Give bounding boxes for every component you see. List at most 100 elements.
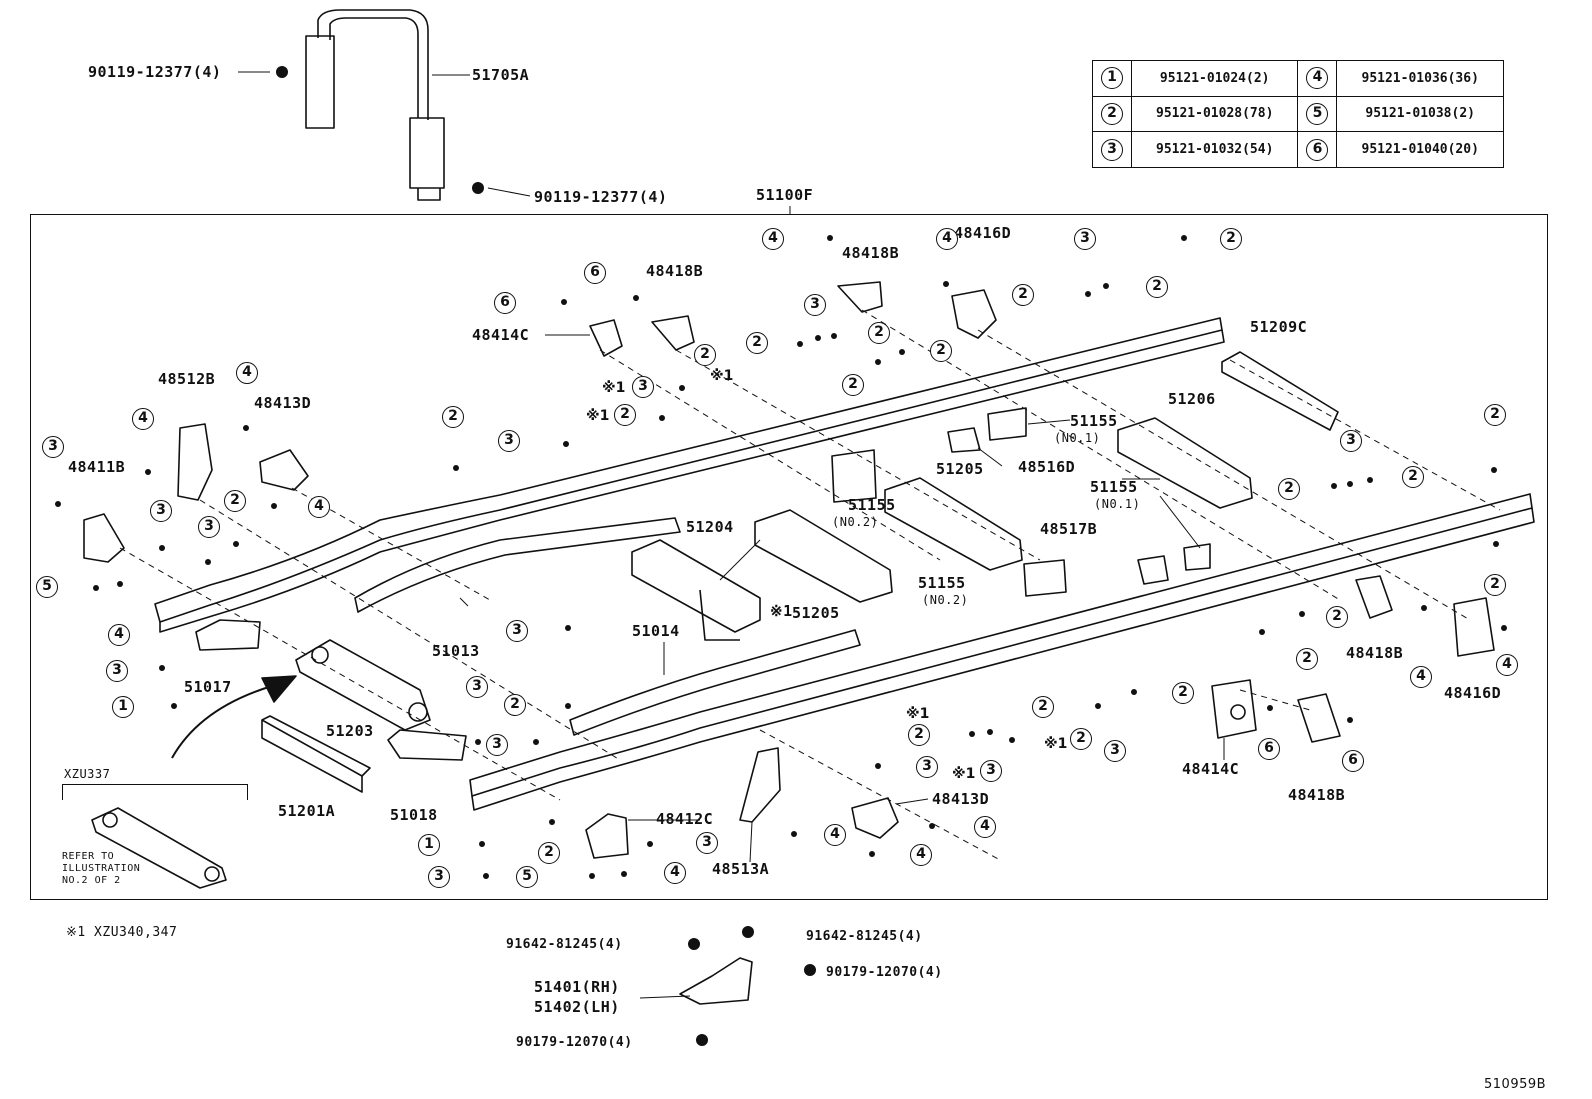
fastener-callout-1[interactable]: 1 [112,696,134,718]
fastener-callout-4[interactable]: 4 [824,824,846,846]
fastener-callout-2[interactable]: 2 [908,724,930,746]
fastener-callout-2[interactable]: 2 [442,406,464,428]
label-51155[interactable]: 51155 [1090,478,1138,496]
label-48412c[interactable]: 48412C [656,810,714,828]
fastener-callout-2[interactable]: 2 [1484,574,1506,596]
label-48413d[interactable]: 48413D [254,394,312,412]
fastener-callout-3[interactable]: 3 [1340,430,1362,452]
label-51155[interactable]: 51155 [918,574,966,592]
fastener-callout-2[interactable]: 2 [1278,478,1300,500]
fastener-callout-4[interactable]: 4 [108,624,130,646]
fastener-callout-2[interactable]: 2 [224,490,246,512]
label-51155[interactable]: 51155 [1070,412,1118,430]
fastener-callout-2[interactable]: 2 [1484,404,1506,426]
fastener-callout-2[interactable]: 2 [842,374,864,396]
label-48517b[interactable]: 48517B [1040,520,1098,538]
label-48418b[interactable]: 48418B [646,262,704,280]
fastener-callout-6[interactable]: 6 [1342,750,1364,772]
label-51402[interactable]: 51402(LH) [534,998,620,1016]
fastener-callout-3[interactable]: 3 [916,756,938,778]
fastener-callout-2[interactable]: 2 [1032,696,1054,718]
fastener-callout-4[interactable]: 4 [936,228,958,250]
fastener-callout-4[interactable]: 4 [910,844,932,866]
label-51017[interactable]: 51017 [184,678,232,696]
fastener-callout-4[interactable]: 4 [308,496,330,518]
fastener-callout-2[interactable]: 2 [1012,284,1034,306]
label-48418b[interactable]: 48418B [842,244,900,262]
fastener-callout-2[interactable]: 2 [746,332,768,354]
label-48418b[interactable]: 48418B [1288,786,1346,804]
fastener-callout-3[interactable]: 3 [1104,740,1126,762]
fastener-callout-3[interactable]: 3 [632,376,654,398]
fastener-callout-2[interactable]: 2 [1402,466,1424,488]
label-51206[interactable]: 51206 [1168,390,1216,408]
label-48413d[interactable]: 48413D [932,790,990,808]
fastener-callout-2[interactable]: 2 [1220,228,1242,250]
label-51209c[interactable]: 51209C [1250,318,1308,336]
label-51155[interactable]: 51155 [848,496,896,514]
label-top-bolt-right[interactable]: 90119-12377(4) [534,188,668,206]
fastener-callout-2[interactable]: 2 [614,404,636,426]
fastener-callout-3[interactable]: 3 [106,660,128,682]
fastener-callout-6[interactable]: 6 [494,292,516,314]
fastener-callout-3[interactable]: 3 [150,500,172,522]
fastener-callout-3[interactable]: 3 [506,620,528,642]
fastener-callout-2[interactable]: 2 [1296,648,1318,670]
label-48416d[interactable]: 48416D [1444,684,1502,702]
label-51401[interactable]: 51401(RH) [534,978,620,996]
label-48414c[interactable]: 48414C [1182,760,1240,778]
label-91642-81245[interactable]: 91642-81245(4) [506,937,623,952]
fastener-callout-3[interactable]: 3 [466,676,488,698]
label-51205[interactable]: 51205 [792,604,840,622]
label-90179-12070[interactable]: 90179-12070(4) [826,965,943,980]
fastener-callout-4[interactable]: 4 [1496,654,1518,676]
label-48512b[interactable]: 48512B [158,370,216,388]
fastener-callout-2[interactable]: 2 [1172,682,1194,704]
fastener-callout-1[interactable]: 1 [418,834,440,856]
label-51018[interactable]: 51018 [390,806,438,824]
label-91642-81245[interactable]: 91642-81245(4) [806,929,923,944]
fastener-callout-2[interactable]: 2 [694,344,716,366]
fastener-callout-3[interactable]: 3 [980,760,1002,782]
fastener-callout-6[interactable]: 6 [584,262,606,284]
fastener-callout-3[interactable]: 3 [42,436,64,458]
label-51205[interactable]: 51205 [936,460,984,478]
fastener-callout-3[interactable]: 3 [498,430,520,452]
label-51013[interactable]: 51013 [432,642,480,660]
fastener-callout-3[interactable]: 3 [696,832,718,854]
fastener-callout-4[interactable]: 4 [762,228,784,250]
fastener-callout-3[interactable]: 3 [804,294,826,316]
fastener-callout-2[interactable]: 2 [538,842,560,864]
label-48418b[interactable]: 48418B [1346,644,1404,662]
fastener-callout-2[interactable]: 2 [868,322,890,344]
fastener-callout-4[interactable]: 4 [1410,666,1432,688]
fastener-callout-2[interactable]: 2 [930,340,952,362]
fastener-callout-4[interactable]: 4 [236,362,258,384]
fastener-callout-5[interactable]: 5 [516,866,538,888]
fastener-callout-5[interactable]: 5 [36,576,58,598]
fastener-callout-3[interactable]: 3 [428,866,450,888]
fastener-callout-3[interactable]: 3 [198,516,220,538]
fastener-callout-4[interactable]: 4 [132,408,154,430]
label-48414c[interactable]: 48414C [472,326,530,344]
label-90179-12070[interactable]: 90179-12070(4) [516,1035,633,1050]
fastener-callout-3[interactable]: 3 [486,734,508,756]
label-51705a[interactable]: 51705A [472,66,530,84]
label-51204[interactable]: 51204 [686,518,734,536]
label-48416d[interactable]: 48416D [954,224,1012,242]
fastener-callout-2[interactable]: 2 [1070,728,1092,750]
label-top-bolt-left[interactable]: 90119-12377(4) [88,63,222,81]
fastener-callout-2[interactable]: 2 [1326,606,1348,628]
label-51201a[interactable]: 51201A [278,802,336,820]
fastener-callout-6[interactable]: 6 [1258,738,1280,760]
label-51203[interactable]: 51203 [326,722,374,740]
label-51014[interactable]: 51014 [632,622,680,640]
label-48516d[interactable]: 48516D [1018,458,1076,476]
label-51100f[interactable]: 51100F [756,186,814,204]
fastener-callout-4[interactable]: 4 [974,816,996,838]
fastener-callout-3[interactable]: 3 [1074,228,1096,250]
label-48513a[interactable]: 48513A [712,860,770,878]
fastener-callout-2[interactable]: 2 [504,694,526,716]
fastener-callout-4[interactable]: 4 [664,862,686,884]
fastener-callout-2[interactable]: 2 [1146,276,1168,298]
